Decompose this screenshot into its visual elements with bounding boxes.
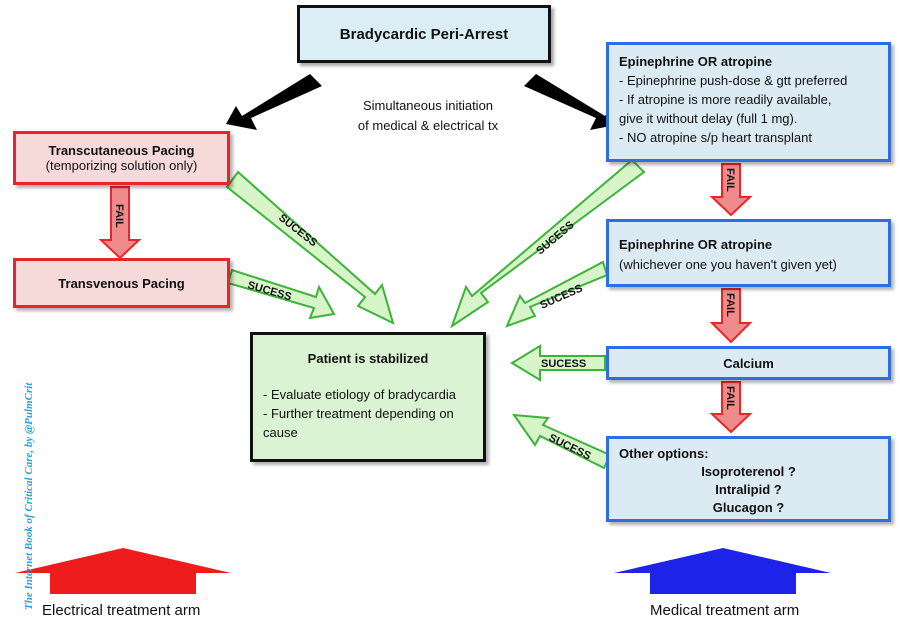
electrical-arm-label: Electrical treatment arm	[42, 602, 201, 619]
transvenous-pacing-box: Transvenous Pacing	[13, 258, 230, 308]
step1-line: - Epinephrine push-dose & gtt preferred	[619, 73, 848, 88]
transvenous-title: Transvenous Pacing	[58, 275, 185, 291]
title-box: Bradycardic Peri-Arrest	[297, 5, 551, 63]
title-text: Bradycardic Peri-Arrest	[339, 25, 509, 43]
success-label: SUCESS	[541, 358, 586, 370]
stabilized-line: - Evaluate etiology of bradycardia	[263, 387, 456, 402]
note-line: Simultaneous initiation	[362, 98, 494, 113]
success-arrow-calcium: SUCESS	[510, 344, 606, 382]
epinephrine-atropine-box-1: Epinephrine OR atropine - Epinephrine pu…	[606, 42, 891, 162]
other-item: Glucagon ?	[712, 500, 785, 515]
electrical-arm-arrow	[15, 548, 231, 594]
transcutaneous-title: Transcutaneous Pacing	[48, 143, 195, 158]
medical-arm-arrow	[614, 548, 831, 594]
transcutaneous-sub: (temporizing solution only)	[45, 158, 198, 173]
other-item: Isoproterenol ?	[701, 464, 796, 479]
step1-line: - If atropine is more readily available,	[619, 92, 832, 107]
success-arrow-transvenous: SUCESS	[226, 268, 336, 320]
step1-line: - NO atropine s/p heart transplant	[619, 130, 812, 145]
credit-text: The Internet Book of Critical Care, by @…	[23, 382, 35, 610]
fail-arrow-electrical: FAIL	[98, 186, 142, 260]
fail-arrow-medical-1: FAIL	[709, 163, 753, 217]
fail-arrow-medical-2: FAIL	[709, 288, 753, 344]
other-title: Other options:	[619, 446, 709, 461]
other-item: Intralipid ?	[715, 482, 782, 497]
stabilized-title: Patient is stabilized	[307, 351, 429, 366]
other-options-box: Other options: Isoproterenol ? Intralipi…	[606, 436, 891, 522]
step2-title: Epinephrine OR atropine	[619, 237, 773, 252]
stabilized-line: - Further treatment depending on	[263, 406, 454, 421]
success-arrow-epi2: SUCESS	[505, 260, 609, 328]
note-line: of medical & electrical tx	[357, 118, 499, 133]
stabilized-line: cause	[263, 425, 298, 440]
transcutaneous-pacing-box: Transcutaneous Pacing (temporizing solut…	[13, 131, 230, 185]
fail-arrow-medical-3: FAIL	[709, 381, 753, 434]
fail-label: FAIL	[724, 386, 736, 410]
success-arrow-other: SUCESS	[511, 413, 612, 470]
fail-label: FAIL	[724, 168, 736, 192]
medical-arm-label: Medical treatment arm	[650, 602, 800, 619]
fail-label: FAIL	[724, 293, 736, 317]
patient-stabilized-box: Patient is stabilized - Evaluate etiolog…	[250, 332, 486, 462]
step1-title: Epinephrine OR atropine	[619, 54, 773, 69]
calcium-title: Calcium	[723, 355, 774, 371]
step2-sub: (whichever one you haven't given yet)	[619, 257, 837, 272]
black-arrow-right	[524, 74, 621, 130]
fail-label: FAIL	[113, 204, 125, 228]
calcium-box: Calcium	[606, 346, 891, 380]
black-arrow-left	[226, 74, 322, 130]
step1-line: give it without delay (full 1 mg).	[619, 111, 798, 126]
epinephrine-atropine-box-2: Epinephrine OR atropine (whichever one y…	[606, 219, 891, 287]
simultaneous-note: Simultaneous initiation of medical & ele…	[330, 96, 526, 136]
